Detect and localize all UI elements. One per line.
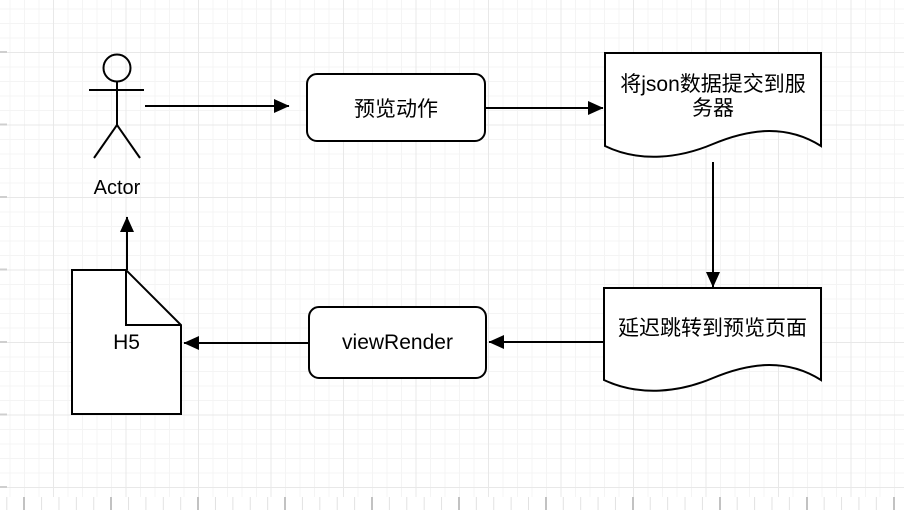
document-submit-json-label: 将json数据提交到服务器 [620, 73, 806, 120]
grid-edge-ticks [0, 0, 7, 497]
node-preview-action[interactable]: 预览动作 [306, 73, 486, 142]
actor-node[interactable] [89, 53, 144, 159]
node-view-render-label: viewRender [342, 330, 453, 354]
document-submit-json[interactable] [604, 52, 822, 158]
canvas-bottom-ruler [0, 497, 904, 510]
document-delay-redirect[interactable] [603, 287, 822, 392]
document-delay-redirect-label: 延迟跳转到预览页面 [618, 317, 807, 340]
note-h5-outline [71, 269, 182, 415]
actor-left-leg [93, 124, 118, 159]
actor-node-label: Actor [93, 177, 141, 199]
note-h5[interactable] [71, 269, 182, 415]
note-h5-fold [125, 270, 181, 326]
actor-right-leg [116, 124, 141, 159]
actor-head [102, 53, 132, 83]
note-h5-label: H5 [113, 331, 140, 354]
node-view-render[interactable]: viewRender [308, 306, 487, 379]
node-preview-action-label: 预览动作 [354, 97, 438, 121]
